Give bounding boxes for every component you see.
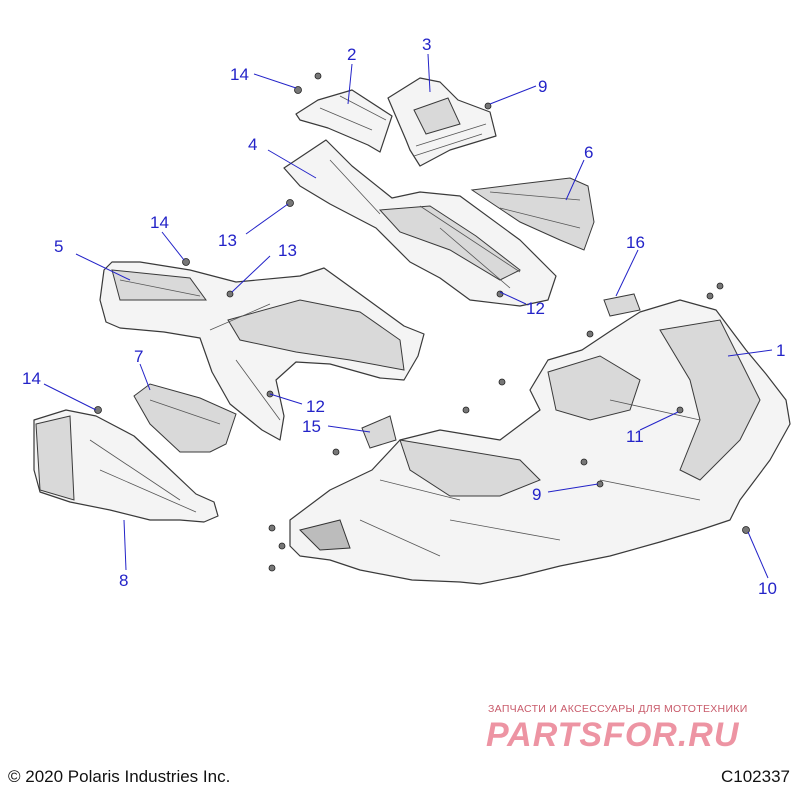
callout-15: 15 xyxy=(302,417,321,436)
part-8-fender xyxy=(33,409,219,523)
part-5-left-body xyxy=(99,261,425,441)
fastener-f xyxy=(268,524,276,532)
part-1-main-body xyxy=(289,299,791,585)
leader-lines xyxy=(43,53,773,579)
fastener-d xyxy=(462,406,470,414)
fastener-9-top xyxy=(484,102,492,110)
callout-13b: 13 xyxy=(278,241,297,260)
fastener-14-left xyxy=(94,406,102,414)
part-16-bracket xyxy=(603,293,641,317)
fastener-14a xyxy=(294,86,302,94)
copyright-text: © 2020 Polaris Industries Inc. xyxy=(8,767,231,786)
fastener-13-top xyxy=(286,199,294,207)
callout-14a: 14 xyxy=(230,65,249,84)
callout-12a: 12 xyxy=(526,299,545,318)
callout-8: 8 xyxy=(119,571,128,590)
callout-4: 4 xyxy=(248,135,257,154)
fastener-b xyxy=(716,282,724,290)
callout-12b: 12 xyxy=(306,397,325,416)
part-6-side-panel xyxy=(470,177,595,251)
callout-14b: 14 xyxy=(150,213,169,232)
fastener-h xyxy=(268,564,276,572)
callout-9a: 9 xyxy=(538,77,547,96)
callout-9b: 9 xyxy=(532,485,541,504)
fastener-12-top xyxy=(496,290,504,298)
fastener-e xyxy=(580,458,588,466)
callout-5: 5 xyxy=(54,237,63,256)
fastener-a xyxy=(706,292,714,300)
callout-10: 10 xyxy=(758,579,777,598)
fastener-10 xyxy=(742,526,750,534)
diagram-code: C102337 xyxy=(720,767,790,786)
callout-11: 11 xyxy=(626,427,644,446)
callout-3: 3 xyxy=(422,35,431,54)
part-3-housing xyxy=(387,77,497,167)
fastener-g xyxy=(278,542,286,550)
part-15-bracket xyxy=(361,415,397,449)
part-7-shield xyxy=(133,383,237,453)
callout-16: 16 xyxy=(626,233,645,252)
callout-14c: 14 xyxy=(22,369,41,388)
callout-6: 6 xyxy=(584,143,593,162)
callout-labels: 14 2 3 9 4 6 14 13 5 13 16 12 1 7 14 12 … xyxy=(22,35,785,598)
callout-7: 7 xyxy=(134,347,143,366)
watermark-logo: PARTSFOR.RU xyxy=(486,716,740,754)
part-4-center-tunnel xyxy=(283,139,557,307)
part-2-panel xyxy=(295,89,393,153)
fasteners xyxy=(94,72,750,572)
fastener-i xyxy=(586,330,594,338)
fastener-14b-top xyxy=(314,72,322,80)
fastener-14-mid xyxy=(182,258,190,266)
fastener-j xyxy=(332,448,340,456)
fastener-11 xyxy=(676,406,684,414)
callout-2: 2 xyxy=(347,45,356,64)
callout-13a: 13 xyxy=(218,231,237,250)
fastener-13-mid xyxy=(226,290,234,298)
watermark-tagline: ЗАПЧАСТИ И АКСЕССУАРЫ ДЛЯ МОТОТЕХНИКИ xyxy=(488,703,748,715)
fastener-c xyxy=(498,378,506,386)
callout-1: 1 xyxy=(776,341,785,360)
